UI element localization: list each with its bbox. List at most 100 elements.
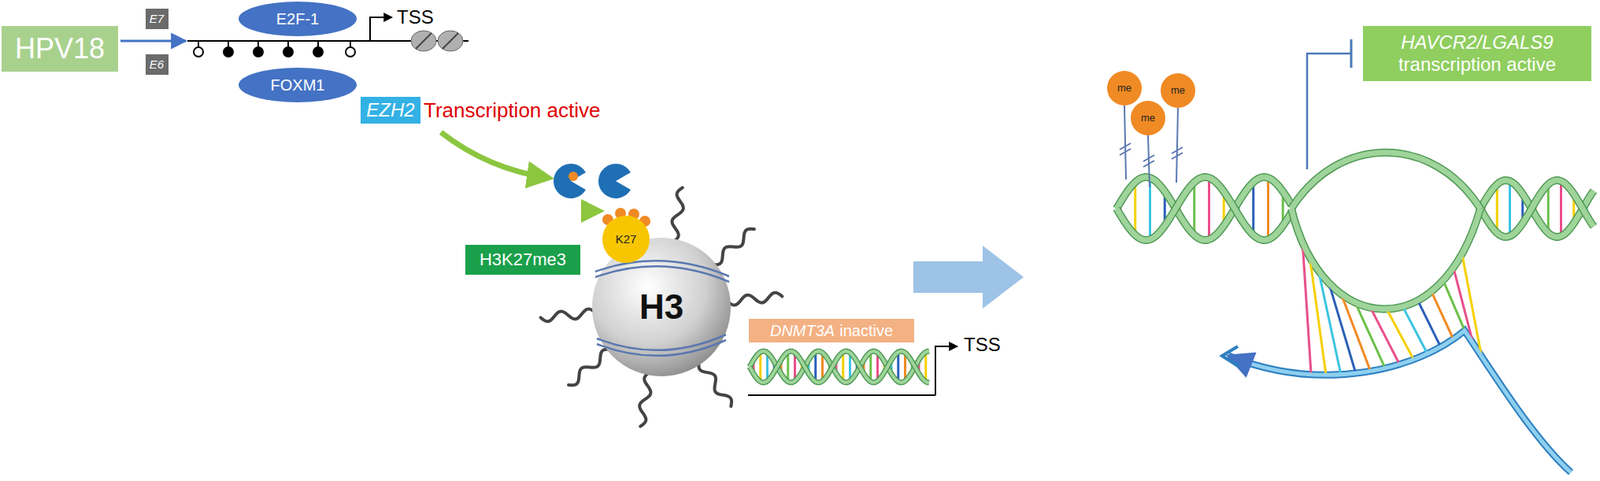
- illustration-part: [1266, 177, 1270, 240]
- illustration-part: [1192, 181, 1196, 235]
- node-text: HAVCR2/LGALS9: [1400, 31, 1553, 54]
- illustration-part: [1559, 181, 1563, 237]
- illustration-part: [540, 308, 597, 322]
- process-arrow: [440, 132, 549, 178]
- node-text: E6: [149, 57, 164, 71]
- illustration-part: [1355, 302, 1386, 369]
- illustration-part: [227, 40, 230, 48]
- node-text: H3: [639, 287, 684, 328]
- illustration-part: [1370, 307, 1400, 365]
- nucleosome-dna: [415, 33, 459, 49]
- illustration-part: [1291, 208, 1481, 310]
- node-text: inactive: [839, 322, 893, 341]
- methyl-circle: me: [1160, 73, 1196, 108]
- node-text: DNMT3A: [770, 322, 835, 341]
- illustration-part: [672, 187, 684, 242]
- node-text: E2F-1: [276, 10, 319, 29]
- break-mark: [1119, 143, 1183, 167]
- node-text: me: [1117, 82, 1132, 95]
- ezh2-enzyme: [553, 163, 586, 199]
- illustration-part: [1480, 180, 1594, 238]
- illustration-part: [749, 351, 930, 383]
- illustration-part: [896, 351, 900, 382]
- illustration-part: [1418, 300, 1441, 348]
- illustration-part: [1116, 177, 1292, 241]
- illustration-part: [711, 229, 755, 266]
- illustration-part: [287, 40, 289, 48]
- inhibition-bar: [1350, 39, 1353, 68]
- cpg-sites: [193, 40, 356, 57]
- gene-line: [748, 394, 936, 397]
- illustration-part: [759, 351, 762, 382]
- ezh2-enzyme: [598, 163, 631, 199]
- illustration-part: [841, 351, 845, 382]
- illustration-part: [1480, 180, 1594, 238]
- illustration-part: [257, 40, 260, 48]
- illustration-part: [1207, 177, 1211, 240]
- illustration-part: [253, 47, 263, 57]
- gene-box: EZH2: [360, 96, 421, 124]
- tss-arrow: [370, 17, 393, 41]
- illustration-part: [786, 351, 789, 382]
- node-text: EZH2: [366, 99, 415, 122]
- illustration-part: [1222, 346, 1240, 367]
- sam-cofactor: [568, 171, 578, 182]
- illustration-part: [1116, 177, 1292, 241]
- tss-arrow: [935, 346, 958, 396]
- illustration-part: [313, 47, 323, 57]
- methyl-circle: me: [1130, 100, 1166, 136]
- node-text: me: [1170, 85, 1186, 97]
- illustration-part: [1386, 308, 1414, 360]
- node-text: transcription active: [1398, 53, 1556, 76]
- illustration-part: [749, 351, 930, 383]
- illustration-part: [1547, 184, 1550, 234]
- wrapped-dna: [595, 260, 730, 277]
- illustration-part: [197, 40, 200, 48]
- illustration-part: [639, 372, 651, 427]
- wrapped-dna: [596, 340, 726, 356]
- node-text: FOXM1: [270, 76, 326, 95]
- illustration-part: [1480, 180, 1594, 238]
- dna-helix: [749, 351, 930, 383]
- node-text: K27: [615, 232, 638, 246]
- dna-transcription: [1116, 152, 1594, 473]
- illustration-part: [1228, 330, 1571, 473]
- illustration-part: [698, 361, 732, 407]
- illustration-part: [1251, 181, 1255, 235]
- gene-box: HAVCR2/LGALS9transcription active: [1362, 25, 1592, 82]
- oncogene-box: E7: [145, 8, 169, 30]
- transcription-factor: E2F-1: [238, 1, 357, 37]
- inhibition-line: [1307, 53, 1352, 170]
- result-arrow: [913, 245, 1024, 309]
- illustration-part: [1116, 177, 1292, 241]
- illustration-part: [1480, 180, 1594, 238]
- methyl-circle: me: [1107, 70, 1142, 106]
- illustration-part: [749, 351, 930, 383]
- illustration-part: [349, 40, 352, 48]
- illustration-part: [283, 47, 293, 57]
- virus-box: HPV18: [1, 25, 119, 72]
- illustration-part: [1228, 330, 1571, 473]
- illustration-part: [1291, 208, 1481, 310]
- transcription-factor: FOXM1: [238, 67, 357, 103]
- lysine-circle: K27: [602, 215, 650, 263]
- node-text: HPV18: [14, 32, 105, 65]
- illustration-part: [1291, 152, 1481, 209]
- illustration-part: [749, 351, 930, 383]
- mark-box: H3K27me3: [465, 244, 581, 275]
- illustration-part: [1116, 177, 1292, 241]
- node-text: me: [1140, 112, 1156, 125]
- illustration-part: [814, 351, 817, 382]
- illustration-part: [193, 47, 204, 57]
- illustration-part: [1443, 280, 1466, 332]
- illustration-part: [345, 47, 356, 57]
- histone-core: H3: [592, 237, 731, 377]
- illustration-part: [317, 40, 319, 48]
- tss-label: TSS: [963, 333, 1001, 356]
- gene-box: DNMT3Ainactive: [748, 318, 915, 343]
- status-label: Transcription active: [423, 98, 600, 123]
- histone-tails: [540, 187, 783, 426]
- illustration-part: [1133, 181, 1137, 235]
- activation-arrow: [120, 40, 186, 43]
